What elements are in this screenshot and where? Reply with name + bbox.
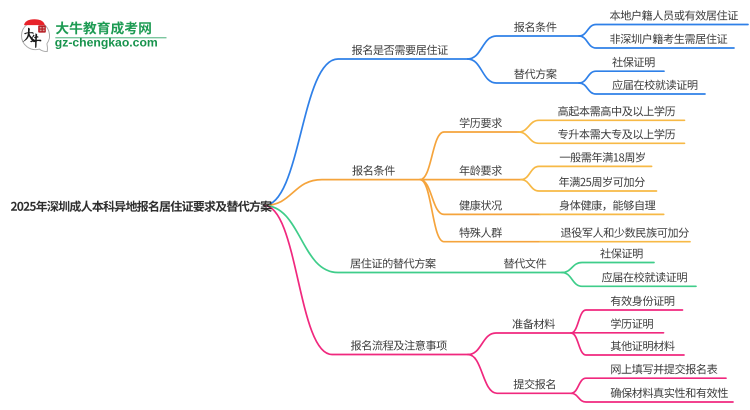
svg-text:gz-chengkao.com: gz-chengkao.com <box>55 36 158 50</box>
